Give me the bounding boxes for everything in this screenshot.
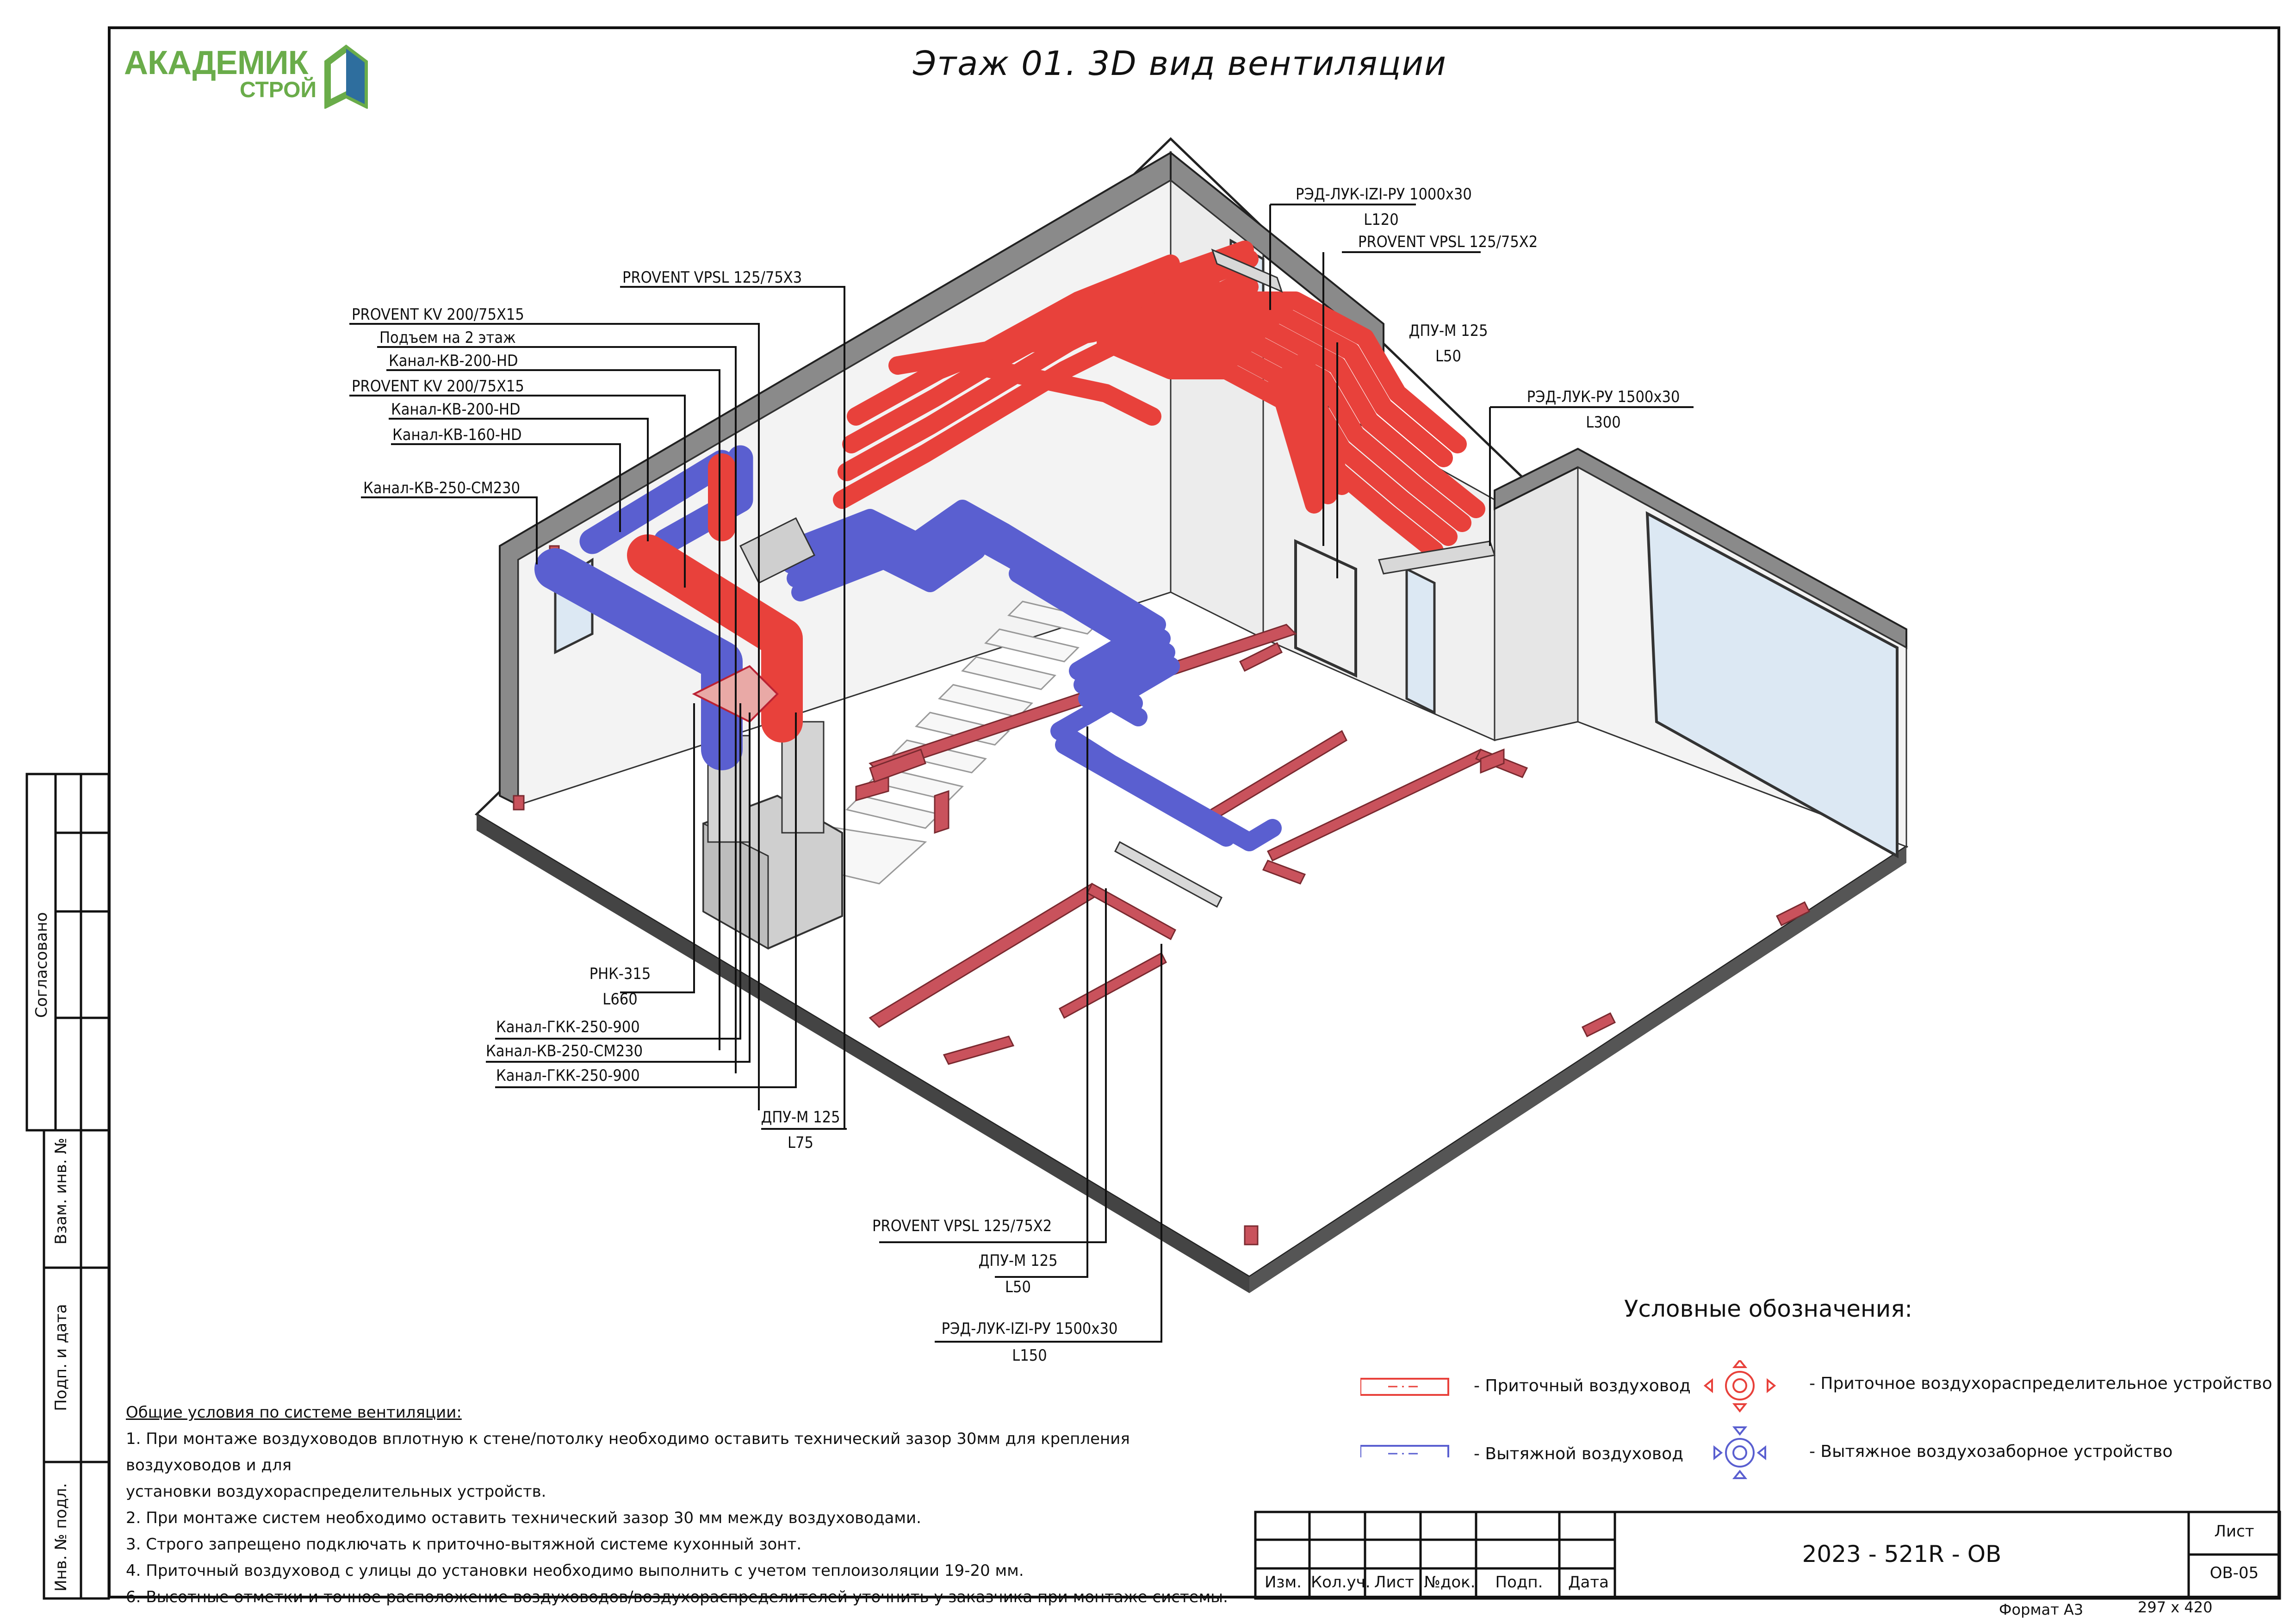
- logo-text-sub: СТРОЙ: [240, 78, 317, 102]
- window-large: [1645, 511, 1899, 859]
- callout-red-luk-1500-length: L300: [1586, 413, 1621, 432]
- stamp-inv-vzam: Взам. инв. №: [52, 1138, 70, 1245]
- callout-red-luk-izi-1500: РЭД-ЛУК-IZI-РУ 1500х30: [941, 1319, 1118, 1338]
- callout-provent-vpsl-x2-top: PROVENT VPSL 125/75X2: [1358, 233, 1538, 251]
- tb-col-podp: Подп.: [1495, 1573, 1543, 1592]
- supply-duct-symbol: [1360, 1378, 1449, 1396]
- exhaust-duct-symbol: [1360, 1445, 1449, 1457]
- callout-channel-kv250-cm: Канал-КВ-250-СМ230: [486, 1042, 643, 1060]
- callout-red-luk-izi-1000-length: L120: [1364, 211, 1399, 229]
- callout-channel-gkk-1: Канал-ГКК-250-900: [496, 1018, 640, 1036]
- tb-col-list: Лист: [1374, 1573, 1415, 1592]
- note-line: 6. Высотные отметки и точное расположени…: [126, 1588, 1228, 1606]
- callout-red-luk-izi-1500-length: L150: [1012, 1346, 1047, 1365]
- callout-channel-kv160: Канал-КВ-160-HD: [392, 426, 522, 444]
- logo-house-icon: [324, 44, 368, 109]
- callout-channel-kv200-2: Канал-КВ-200-HD: [391, 400, 521, 419]
- tb-sheet-label: Лист: [2214, 1522, 2254, 1541]
- callout-provent-vpsl-x2-bottom: PROVENT VPSL 125/75X2: [872, 1217, 1052, 1235]
- tb-col-izm: Изм.: [1265, 1573, 1302, 1592]
- company-logo: АКАДЕМИК СТРОЙ: [124, 44, 368, 113]
- note-line: 3. Строго запрещено подключать к приточн…: [126, 1535, 802, 1554]
- note-line: 4. Приточный воздуховод с улицы до устан…: [126, 1561, 1024, 1580]
- callout-rnk-315-length: L660: [602, 990, 638, 1009]
- legend-symbols-devices: [1703, 1360, 1776, 1479]
- callout-red-luk-izi-1000: РЭД-ЛУК-IZI-РУ 1000х30: [1296, 185, 1472, 204]
- callout-dpu-m125-left-length: L75: [788, 1134, 813, 1152]
- notes-heading: Общие условия по системе вентиляции:: [126, 1403, 462, 1422]
- grille-right: [1378, 540, 1496, 575]
- supply-device-icon: [1703, 1360, 1776, 1413]
- tb-project-code: 2023 - 521R - ОВ: [1802, 1541, 2002, 1567]
- tb-size: 297 x 420: [2138, 1598, 2213, 1616]
- callout-dpu-m125-top-length: L50: [1435, 347, 1461, 365]
- general-notes: Общие условия по системе вентиляции: 1. …: [126, 1400, 1246, 1611]
- note-line: 1. При монтаже воздуховодов вплотную к с…: [126, 1430, 1130, 1474]
- callout-dpu-m125-left: ДПУ-М 125: [761, 1108, 840, 1127]
- window-small-2: [1405, 567, 1436, 715]
- grille-top-right: [1211, 248, 1283, 293]
- callout-provent-kv-1: PROVENT KV 200/75X15: [352, 305, 524, 324]
- tb-col-data: Дата: [1568, 1573, 1609, 1592]
- title-block-frame: [1254, 1511, 2281, 1600]
- legend-symbols-ducts: [1360, 1378, 1449, 1457]
- legend-supply-device: - Приточное воздухораспределительное уст…: [1809, 1374, 2272, 1393]
- tb-sheet-value: ОВ-05: [2209, 1564, 2259, 1582]
- tb-format: Формат А3: [1999, 1601, 2084, 1618]
- leader-lines: [349, 204, 1694, 1343]
- callout-provent-vpsl-x3: PROVENT VPSL 125/75X3: [622, 268, 802, 287]
- tb-col-kol: Кол.уч.: [1311, 1573, 1371, 1592]
- legend-supply-duct: - Приточный воздуховод: [1474, 1376, 1691, 1395]
- callout-lift-2nd-floor: Подъем на 2 этаж: [379, 328, 516, 347]
- note-line: установки воздухораспределительных устро…: [126, 1482, 546, 1501]
- stamp-inv-podl: Инв. № подл.: [52, 1483, 70, 1592]
- stamp-agreed: Согласовано: [32, 912, 51, 1018]
- page-title: Этаж 01. 3D вид вентиляции: [913, 44, 1447, 83]
- legend-title: Условные обозначения:: [1624, 1295, 1913, 1322]
- logo-text-main: АКАДЕМИК: [124, 44, 309, 81]
- callout-channel-kv250: Канал-КВ-250-СМ230: [363, 479, 521, 497]
- tb-col-ndok: №док.: [1424, 1573, 1476, 1592]
- legend-exhaust-device: - Вытяжное воздухозаборное устройство: [1809, 1442, 2173, 1461]
- floor-slab-edge-right: [1249, 847, 1906, 1293]
- legend-exhaust-duct: - Вытяжной воздуховод: [1474, 1444, 1684, 1463]
- callout-channel-gkk-2: Канал-ГКК-250-900: [496, 1066, 640, 1085]
- callout-dpu-m125-bottom-length: L50: [1005, 1278, 1031, 1296]
- callout-dpu-m125-top: ДПУ-М 125: [1409, 322, 1488, 340]
- door-frame: [1294, 539, 1357, 678]
- exhaust-device-icon: [1713, 1426, 1766, 1479]
- grille-bottom: [1114, 841, 1222, 908]
- supply-ducts: [627, 241, 1485, 743]
- callout-rnk-315: РНК-315: [589, 965, 651, 983]
- callout-channel-kv200-1: Канал-КВ-200-HD: [389, 352, 518, 370]
- side-stamp-frame: [25, 773, 110, 1600]
- callout-dpu-m125-bottom: ДПУ-М 125: [978, 1251, 1058, 1270]
- callout-red-luk-1500: РЭД-ЛУК-РУ 1500х30: [1527, 388, 1680, 406]
- note-line: 2. При монтаже систем необходимо оставит…: [126, 1509, 921, 1527]
- floor-slab-edge: [477, 814, 1249, 1293]
- stamp-sign-date: Подп. и дата: [52, 1304, 70, 1411]
- exhaust-ducts: [534, 445, 1282, 851]
- callout-provent-kv-2: PROVENT KV 200/75X15: [352, 377, 524, 396]
